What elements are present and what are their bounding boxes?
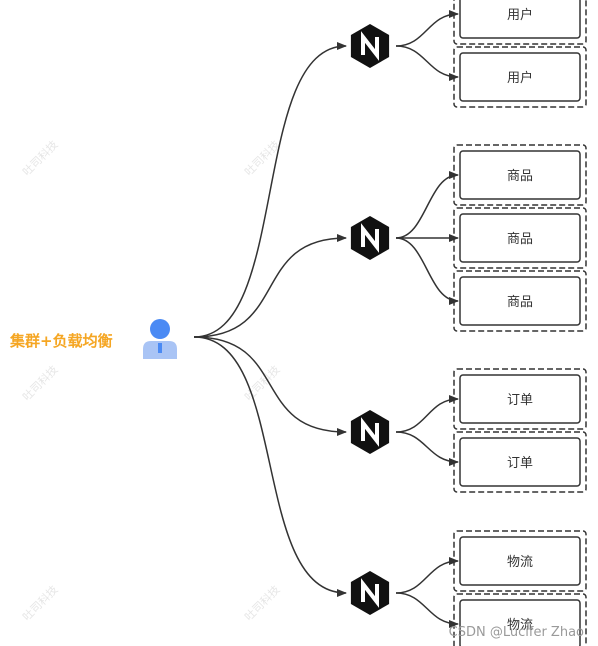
nginx-icon: [350, 410, 390, 454]
edge-balancer-to-node: [395, 45, 459, 81]
service-node-label: 物流: [507, 555, 533, 570]
edge-client-to-balancer: [193, 336, 347, 597]
service-node-box: [459, 150, 581, 200]
nginx-icon: [350, 24, 390, 68]
service-node-label: 商品: [507, 232, 533, 247]
service-node-box: [459, 536, 581, 586]
service-node-box: [459, 599, 581, 646]
edge-balancer-to-node: [395, 237, 459, 305]
service-node-box: [459, 276, 581, 326]
diagram-title: 集群+负载均衡: [10, 332, 113, 350]
service-node-label: 订单: [507, 393, 533, 408]
edge-balancer-to-node: [395, 431, 459, 466]
edge-balancer-to-node: [395, 395, 459, 433]
edge-client-to-balancer: [193, 234, 347, 338]
service-node-label: 物流: [507, 618, 533, 633]
edge-balancer-to-node: [395, 557, 459, 594]
service-node-label: 订单: [507, 456, 533, 471]
service-node-box: [459, 213, 581, 263]
edge-balancer-to-node: [395, 171, 459, 239]
nginx-icon: [350, 571, 390, 615]
service-node-label: 用户: [507, 7, 533, 23]
footer-credit: CSDN @Lucifer Zhao: [448, 625, 584, 640]
edge-client-to-balancer: [193, 42, 347, 338]
edge-balancer-to-node: [395, 10, 459, 47]
service-node-label: 商品: [507, 295, 533, 310]
service-node-label: 用户: [507, 70, 533, 86]
service-node-box: [459, 437, 581, 487]
client-user-icon: [143, 319, 177, 359]
service-node-box: [459, 374, 581, 424]
service-node-label: 商品: [507, 169, 533, 184]
nginx-icon: [350, 216, 390, 260]
service-node-box: [459, 52, 581, 102]
service-node-box: [459, 0, 581, 39]
edge-client-to-balancer: [193, 336, 347, 436]
edge-balancer-to-node: [395, 592, 459, 628]
